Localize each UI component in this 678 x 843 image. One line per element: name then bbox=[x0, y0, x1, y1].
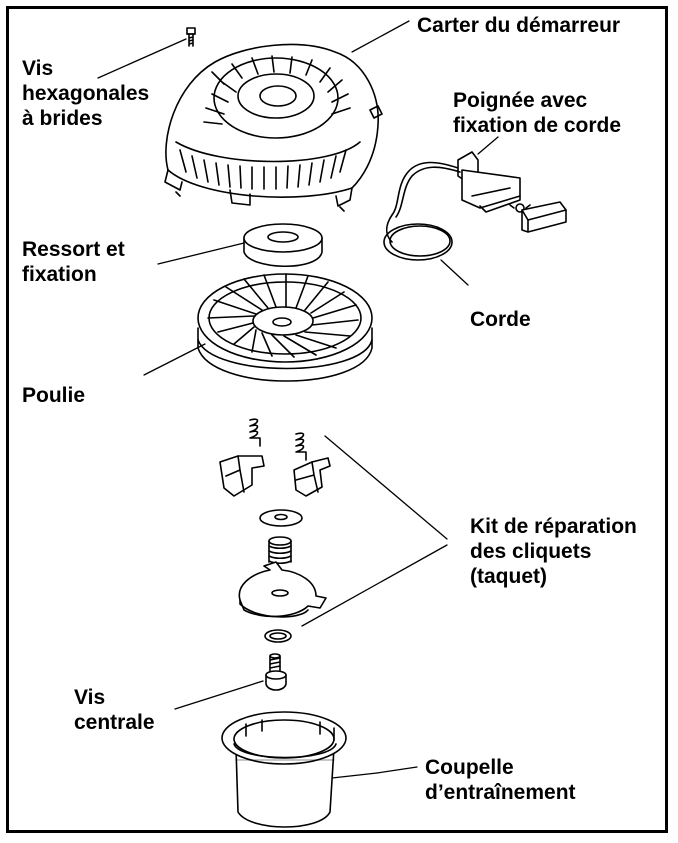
label-rope: Corde bbox=[470, 308, 531, 331]
label-center-screw: Vis centrale bbox=[74, 686, 155, 734]
label-pulley: Poulie bbox=[22, 384, 86, 407]
label-handle: Poignée avec fixation de corde bbox=[453, 89, 622, 137]
label-spring-retainer: Ressort et fixation bbox=[22, 238, 125, 286]
pawl-spring-part bbox=[249, 418, 307, 461]
compression-spring-part bbox=[268, 536, 292, 565]
label-flange-screws: Vis hexagonales à brides bbox=[22, 57, 150, 130]
leader-lines bbox=[97, 20, 499, 779]
spring-washer-part bbox=[243, 223, 323, 267]
pawl-part bbox=[219, 455, 331, 497]
starter-housing-part bbox=[164, 43, 383, 212]
pawl-washer-part bbox=[259, 509, 303, 527]
label-starter-housing: Carter du démarreur bbox=[417, 14, 621, 37]
center-screw-part bbox=[265, 653, 287, 691]
pulley-part bbox=[197, 273, 373, 382]
label-pawl-repair-kit: Kit de réparation des cliquets (taquet) bbox=[470, 515, 637, 588]
retainer-plate-part bbox=[238, 561, 327, 618]
rope-part bbox=[383, 161, 461, 261]
label-drive-cup: Coupelle d’entraînement bbox=[425, 756, 576, 804]
handle-part bbox=[457, 151, 567, 233]
diagram-frame bbox=[6, 6, 668, 833]
drive-cup-part bbox=[221, 711, 347, 828]
flange-screw-part bbox=[186, 27, 196, 47]
retainer-ring-part bbox=[264, 629, 292, 643]
